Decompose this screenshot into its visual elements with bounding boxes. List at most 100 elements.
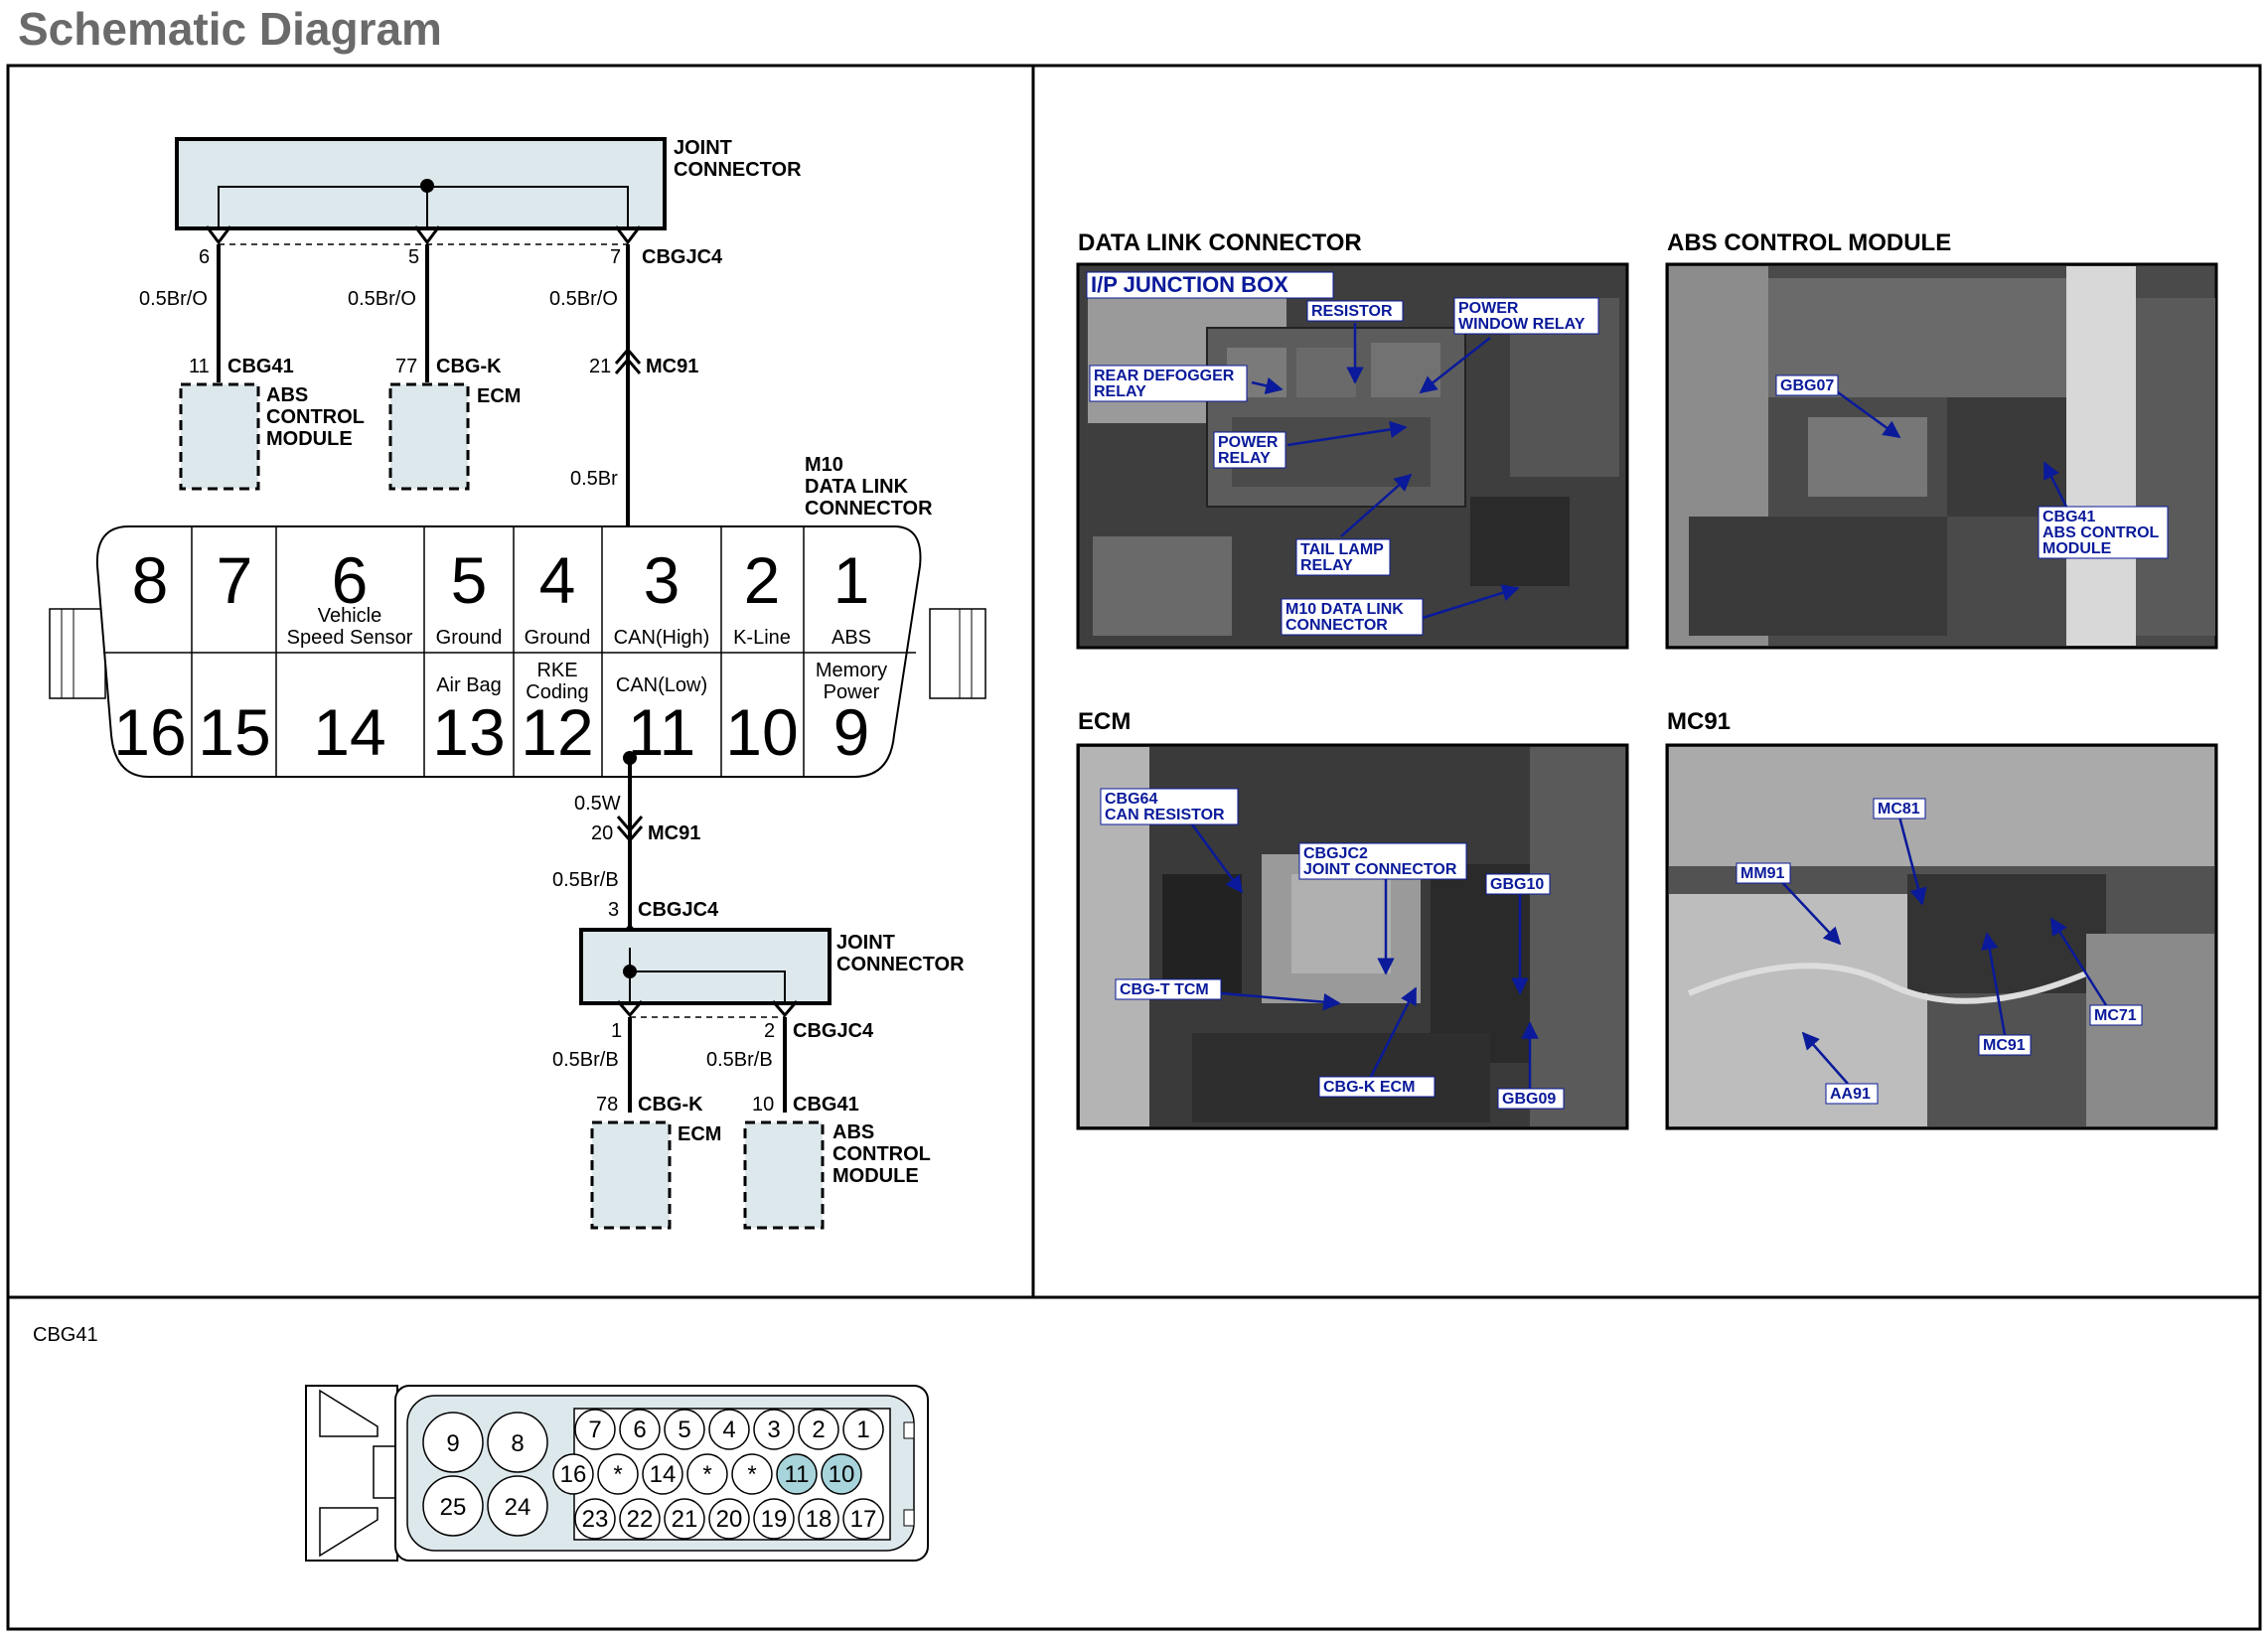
dlc-pin-13: 13 — [432, 695, 505, 769]
dlc-pin-label-2: K-Line — [733, 627, 791, 649]
dlc-pin-label-9: Memory — [816, 660, 887, 681]
connector-pin — [552, 1453, 594, 1495]
connector-pin-label: 9 — [446, 1430, 459, 1457]
abs-bottom-name-1: ABS — [832, 1121, 874, 1143]
abs-bottom-connector: CBG41 — [793, 1094, 859, 1116]
wire-label-3: 0.5Br/O — [549, 288, 618, 310]
connector-pin-label: 2 — [812, 1416, 825, 1443]
callout-arrow — [2049, 917, 2108, 1006]
dlc-id: M10 — [805, 454, 843, 476]
connector-pin-label: 24 — [505, 1494, 531, 1521]
dlc-pin-15: 15 — [198, 695, 270, 769]
connector-pin-label: 17 — [850, 1506, 877, 1533]
bottom-pin-2: 2 — [764, 1020, 775, 1042]
dlc-pin-10: 10 — [725, 695, 798, 769]
photo-callout-label: POWER — [1458, 300, 1519, 317]
ecm-bottom-box — [590, 1120, 672, 1230]
dlc-pin-12: 12 — [521, 695, 593, 769]
abs-top-name-3: MODULE — [266, 428, 353, 450]
callout-box — [1825, 1083, 1879, 1105]
connector-pin-label: 18 — [806, 1506, 832, 1533]
abs-top-connector: CBG41 — [227, 356, 294, 377]
dlc-pin-7: 7 — [217, 543, 253, 617]
wire-label-2: 0.5Br/O — [348, 288, 416, 310]
connector-pin-highlighted — [776, 1453, 818, 1495]
callout-box — [1298, 842, 1467, 880]
connector-pin-highlighted — [821, 1453, 862, 1495]
photo-callout-label: REAR DEFOGGER — [1094, 368, 1235, 384]
callout-box — [1318, 1076, 1436, 1098]
dlc-pin-label-12: RKE — [536, 660, 577, 681]
photo-callout-label: RESISTOR — [1311, 303, 1393, 320]
dlc-name-1: DATA LINK — [805, 476, 909, 498]
wire-label-1: 0.5Br/O — [139, 288, 208, 310]
connector-pin — [422, 1412, 484, 1473]
bottom-joint-id: CBGJC4 — [793, 1020, 874, 1042]
dlc-pin-9: 9 — [833, 695, 870, 769]
photo-callout-label: TAIL LAMP — [1300, 541, 1384, 558]
abs-bottom-name-2: CONTROL — [832, 1143, 931, 1165]
photo-abs — [1665, 262, 2218, 650]
photo-callout-label: JOINT CONNECTOR — [1303, 861, 1457, 878]
connector-pin — [664, 1498, 705, 1540]
callout-arrow — [1220, 991, 1341, 1011]
connector-pin — [708, 1498, 750, 1540]
photo-callout-label: AA91 — [1830, 1086, 1871, 1103]
dlc-pin-5: 5 — [451, 543, 488, 617]
callout-box — [1736, 862, 1791, 884]
dlc-pin-1: 1 — [833, 543, 870, 617]
connector-pin-label: * — [613, 1461, 622, 1488]
dlc-pin-label-1: ABS — [832, 627, 871, 649]
connector-pin — [487, 1475, 548, 1537]
bottom-joint-name-1: JOINT — [836, 932, 895, 954]
dlc-pin-label-9: Power — [824, 681, 880, 703]
dlc-pin-8: 8 — [132, 543, 169, 617]
dlc-pin-label-3: CAN(High) — [614, 627, 710, 649]
callout-box — [2089, 1004, 2143, 1026]
dlc-pin-label-13: Air Bag — [436, 674, 502, 696]
connector-pin — [798, 1498, 839, 1540]
callout-arrow — [1897, 816, 1927, 906]
photo-callout-label: POWER — [1218, 434, 1279, 451]
callout-arrow — [1419, 337, 1491, 394]
connector-pin — [574, 1409, 616, 1450]
callout-arrow — [1340, 473, 1413, 537]
callout-box — [1115, 978, 1222, 1000]
abs-module-top-box — [179, 382, 260, 491]
connector-pin-label: 16 — [560, 1461, 587, 1488]
callout-arrow — [1981, 932, 2007, 1036]
photo-mc91 — [1665, 743, 2218, 1130]
bottom-joint-name-2: CONNECTOR — [836, 954, 965, 975]
callout-box — [1089, 365, 1248, 402]
ecm-top-name: ECM — [477, 385, 521, 407]
photo-callout-label: RELAY — [1094, 383, 1146, 400]
photo-callout-label: MM91 — [1740, 865, 1785, 882]
dlc-pin-label-4: Ground — [525, 627, 591, 649]
dlc-name-2: CONNECTOR — [805, 498, 933, 520]
connector-pin — [619, 1409, 661, 1450]
mc91-bottom-connector: MC91 — [648, 822, 700, 844]
dlc-pin-4: 4 — [539, 543, 576, 617]
connector-pin — [686, 1453, 728, 1495]
ecm-top-connector: CBG-K — [436, 356, 502, 377]
connector-pin-label: 10 — [829, 1461, 855, 1488]
callout-arrow — [2042, 461, 2068, 508]
dlc-pin-label-6: Vehicle — [318, 605, 382, 627]
connector-pin-label: 4 — [722, 1416, 735, 1443]
photo-callout-label: CONNECTOR — [1285, 617, 1388, 634]
abs-bottom-pin: 10 — [752, 1094, 774, 1116]
callout-arrow — [1837, 390, 1901, 439]
connector-pin — [642, 1453, 683, 1495]
bottom-wire-2: 0.5Br/B — [706, 1049, 773, 1071]
mc91-bottom-wire-above: 0.5W — [574, 793, 621, 815]
photo-callout-label: MC81 — [1878, 801, 1920, 818]
connector-pin-label: 21 — [672, 1506, 698, 1533]
photo-callout-label: MODULE — [2042, 540, 2112, 557]
connector-pin-label: 11 — [785, 1461, 810, 1488]
callout-box — [1978, 1034, 2032, 1056]
mc91-bottom-wire-below: 0.5Br/B — [552, 869, 619, 891]
connector-pin — [731, 1453, 773, 1495]
bottom-pin-1: 1 — [611, 1020, 622, 1042]
top-pin-7: 7 — [610, 246, 621, 268]
top-pin-5: 5 — [408, 246, 419, 268]
